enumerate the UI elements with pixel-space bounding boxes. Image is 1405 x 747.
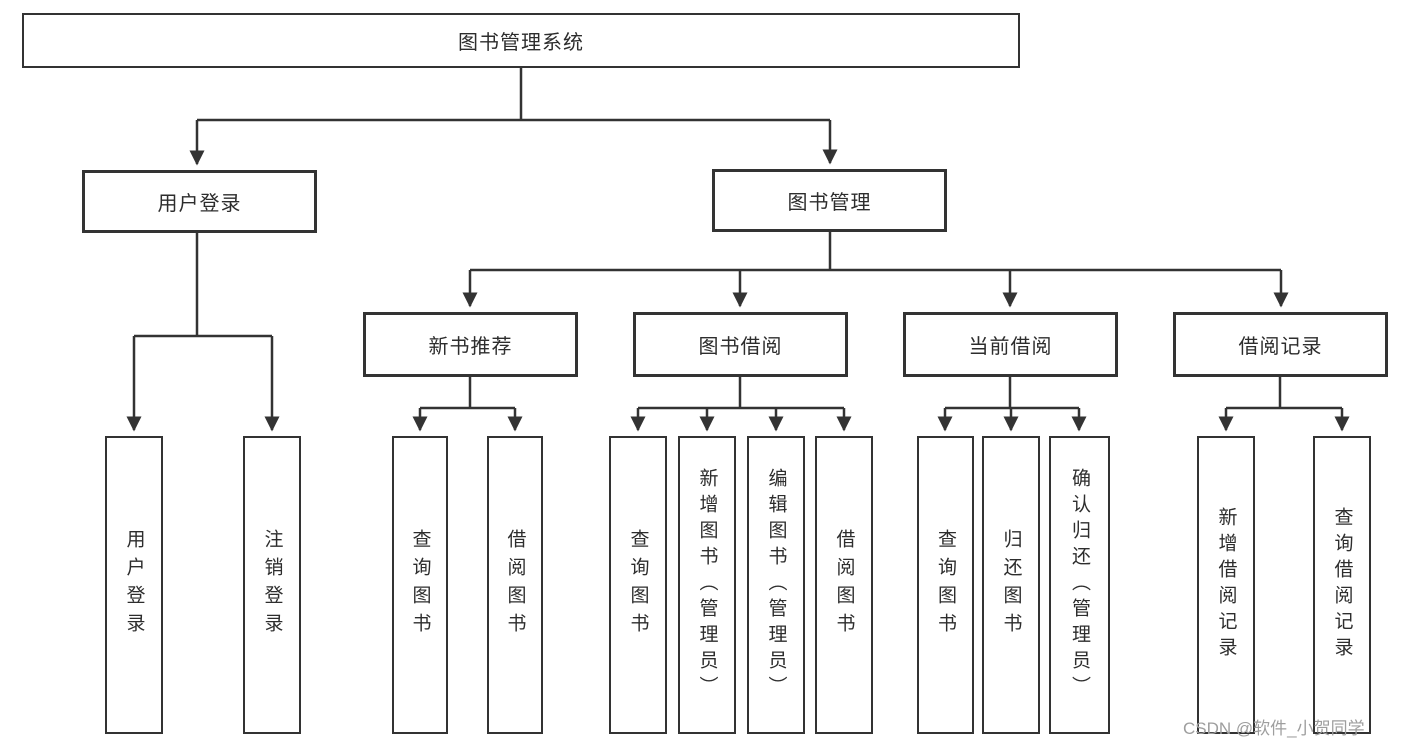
node-current-borrowing: 当前借阅 — [903, 312, 1118, 377]
csdn-watermark: CSDN @软件_小贺同学 — [1183, 719, 1365, 738]
leaf-label: 归还图书 — [1000, 529, 1022, 641]
leaf-label: 确认归还（管理员） — [1069, 468, 1090, 702]
node-book-borrowing: 图书借阅 — [633, 312, 848, 377]
leaf-label: 查询图书 — [409, 529, 431, 641]
node-book-management: 图书管理 — [712, 169, 947, 232]
leaf-label: 查询图书 — [627, 529, 649, 641]
leaf-borrow-books-recommend: 借阅图书 — [487, 436, 543, 734]
node-label: 图书借阅 — [698, 336, 783, 358]
node-library-management-system: 图书管理系统 — [22, 13, 1020, 68]
node-label: 用户登录 — [157, 193, 242, 215]
leaf-label: 编辑图书（管理员） — [765, 468, 787, 702]
node-label: 借阅记录 — [1238, 336, 1323, 358]
node-user-login: 用户登录 — [82, 170, 317, 233]
leaf-label: 查询图书 — [935, 529, 956, 641]
leaf-label: 新增图书（管理员） — [696, 468, 718, 702]
leaf-label: 新增借阅记录 — [1215, 507, 1237, 663]
leaf-query-books-current: 查询图书 — [917, 436, 974, 734]
node-label: 当前借阅 — [968, 336, 1053, 358]
leaf-add-books-admin: 新增图书（管理员） — [678, 436, 736, 734]
node-label: 图书管理 — [787, 192, 872, 214]
node-new-book-recommendation: 新书推荐 — [363, 312, 578, 377]
leaf-label: 用户登录 — [123, 529, 145, 641]
leaf-user-login: 用户登录 — [105, 436, 163, 734]
node-label: 新书推荐 — [428, 336, 513, 358]
node-label: 图书管理系统 — [458, 32, 584, 54]
leaf-query-borrow-record: 查询借阅记录 — [1313, 436, 1371, 734]
leaf-borrow-books: 借阅图书 — [815, 436, 873, 734]
leaf-label: 注销登录 — [261, 529, 283, 641]
connector-arrows — [126, 120, 1350, 432]
leaf-query-books-recommend: 查询图书 — [392, 436, 448, 734]
connector-trunks — [134, 68, 1342, 410]
leaf-edit-books-admin: 编辑图书（管理员） — [747, 436, 805, 734]
leaf-return-books: 归还图书 — [982, 436, 1040, 734]
leaf-query-books-borrow: 查询图书 — [609, 436, 667, 734]
leaf-add-borrow-record: 新增借阅记录 — [1197, 436, 1255, 734]
leaf-confirm-return-admin: 确认归还（管理员） — [1049, 436, 1110, 734]
leaf-label: 借阅图书 — [504, 529, 526, 641]
node-borrowing-records: 借阅记录 — [1173, 312, 1388, 377]
leaf-label: 查询借阅记录 — [1331, 507, 1353, 663]
leaf-label: 借阅图书 — [833, 529, 855, 641]
leaf-logout: 注销登录 — [243, 436, 301, 734]
